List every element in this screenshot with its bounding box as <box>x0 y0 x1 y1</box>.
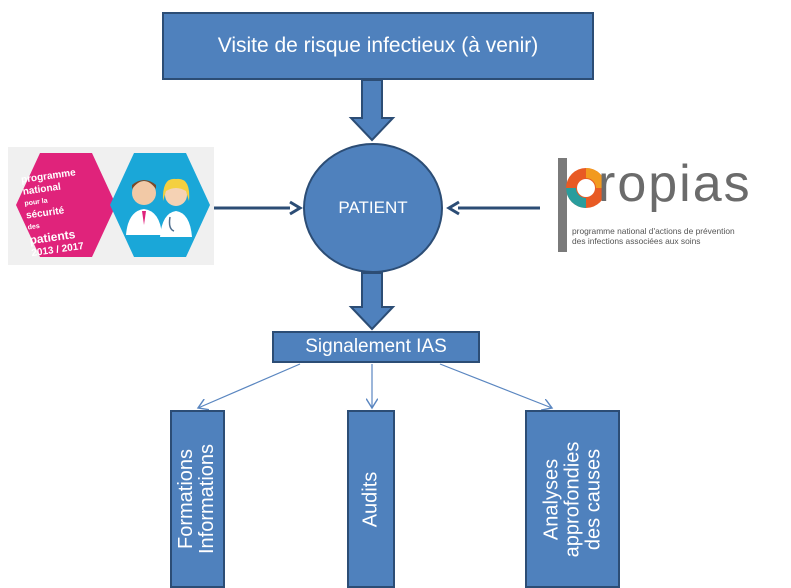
propias-tagline-line-2: des infections associées aux soins <box>572 236 701 246</box>
psp-text: programme national pour la sécurité des … <box>20 164 111 260</box>
analyses-label: Analyses approfondies des causes <box>540 441 604 557</box>
arrow-signal-to-formations <box>198 363 301 408</box>
arrow-patient-to-signal <box>348 272 396 331</box>
signal-box: Signalement IAS <box>272 331 480 363</box>
audits-box: Audits <box>347 410 395 588</box>
analyses-line-1: Analyses <box>540 458 562 540</box>
people-illustration-icon <box>110 153 210 257</box>
top-box-label: Visite de risque infectieux (à venir) <box>217 34 539 57</box>
propias-logo: ropias programme national d'actions de p… <box>550 150 788 254</box>
propias-tagline: programme national d'actions de préventi… <box>572 226 788 246</box>
patient-circle: PATIENT <box>303 143 443 273</box>
audits-label: Audits <box>359 471 382 527</box>
pink-hexagon-icon <box>16 153 116 257</box>
patient-label: PATIENT <box>338 198 408 217</box>
formations-label: Formations Informations <box>175 443 219 555</box>
analyses-line-3: des causes <box>582 448 604 550</box>
arrow-top-to-patient <box>348 79 396 142</box>
propias-p-mark-icon <box>558 158 606 252</box>
formations-line-1: Formations <box>175 448 198 550</box>
propias-wordmark: ropias <box>598 155 752 213</box>
analyses-box: Analyses approfondies des causes <box>525 410 620 588</box>
psp-logo: programme national pour la sécurité des … <box>8 147 214 265</box>
formations-box: Formations Informations <box>170 410 225 588</box>
top-box: Visite de risque infectieux (à venir) <box>162 12 594 80</box>
formations-line-2: Informations <box>196 443 219 555</box>
arrow-signal-to-analyses <box>439 363 552 408</box>
propias-tagline-line-1: programme national d'actions de préventi… <box>572 226 735 236</box>
analyses-line-2: approfondies <box>561 441 583 557</box>
signal-box-label: Signalement IAS <box>305 336 447 357</box>
